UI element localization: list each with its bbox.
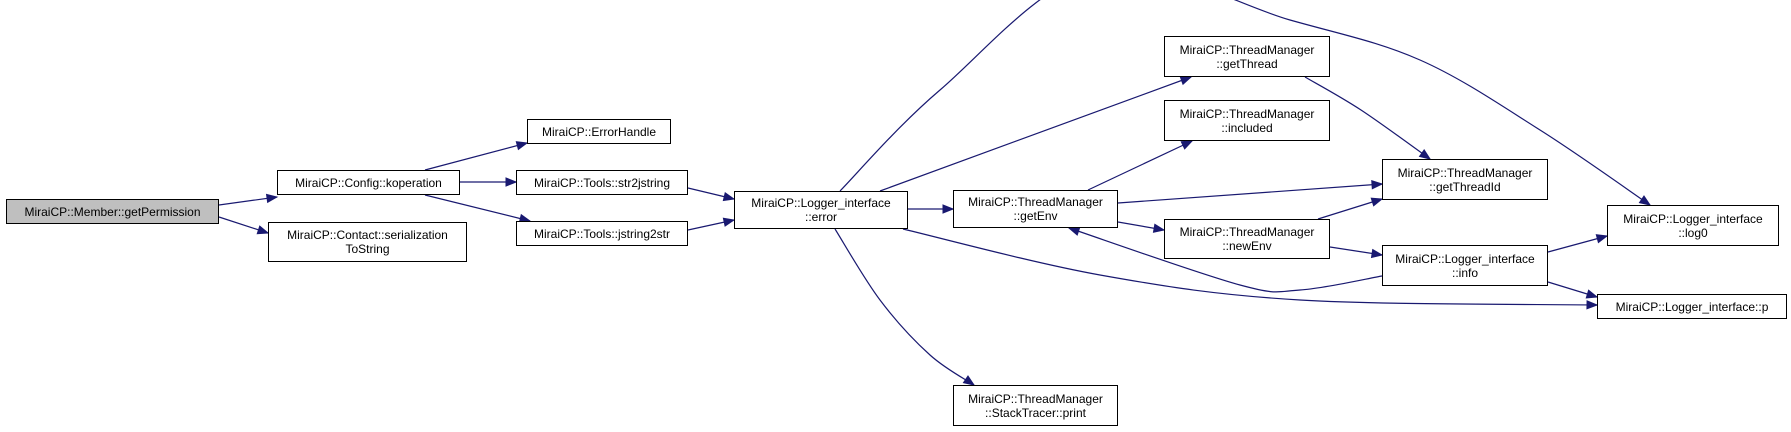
edge-line: [1117, 183, 1383, 204]
node-line: MiraiCP::ThreadManager: [968, 391, 1103, 406]
edge-arrowhead: [942, 204, 955, 214]
node-line: MiraiCP::ThreadManager: [1179, 106, 1315, 121]
edge-arrowhead: [1152, 223, 1166, 233]
edge-getEnv-to-newEnv: [1117, 221, 1166, 233]
edge-arrowhead: [1370, 197, 1384, 207]
node-line: MiraiCP::Logger_interface::p: [1615, 299, 1769, 314]
node-line: MiraiCP::Tools::str2jstring: [533, 175, 671, 190]
edge-getThread-to-getThreadId: [1304, 76, 1432, 160]
edge-error-to-print: [834, 228, 976, 386]
node-line: ::getThread: [1216, 56, 1278, 71]
edge-newEnv-to-info: [1329, 246, 1384, 259]
node-line: MiraiCP::Member::getPermission: [24, 204, 201, 219]
edge-arrowhead: [1595, 234, 1609, 244]
node-logger-log0[interactable]: MiraiCP::Logger_interface ::log0: [1607, 205, 1779, 246]
node-contact-serialization-tostring[interactable]: MiraiCP::Contact::serialization ToString: [268, 222, 467, 262]
edge-arrowhead: [265, 193, 279, 204]
edge-arrowhead: [1371, 180, 1384, 190]
node-threadmanager-getenv[interactable]: MiraiCP::ThreadManager ::getEnv: [953, 190, 1118, 228]
node-line: MiraiCP::Logger_interface: [1395, 251, 1535, 266]
node-threadmanager-getthreadid[interactable]: MiraiCP::ThreadManager ::getThreadId: [1382, 159, 1548, 200]
node-logger-error[interactable]: MiraiCP::Logger_interface ::error: [734, 191, 908, 229]
edge-getEnv-to-included: [1087, 140, 1194, 191]
node-stacktracer-print[interactable]: MiraiCP::ThreadManager ::StackTracer::pr…: [953, 385, 1118, 426]
edge-koperation-to-jstring2str: [424, 194, 532, 224]
node-line: MiraiCP::Contact::serialization: [287, 228, 448, 242]
edge-arrowhead: [1638, 195, 1652, 206]
node-line: ::included: [1221, 120, 1273, 135]
edge-arrowhead: [722, 191, 736, 202]
edge-arrowhead: [1370, 248, 1384, 259]
edge-arrowhead: [505, 177, 518, 187]
node-line: MiraiCP::Config::koperation: [295, 175, 442, 190]
edge-line: [1304, 76, 1431, 160]
node-line: ::log0: [1678, 225, 1708, 240]
node-line: MiraiCP::ThreadManager: [1179, 225, 1315, 239]
edge-line: [1068, 227, 1383, 293]
edge-line: [839, 0, 1651, 206]
edge-getPermission-to-serializationToString: [218, 216, 270, 235]
edge-arrowhead: [1586, 300, 1599, 310]
node-logger-p[interactable]: MiraiCP::Logger_interface::p: [1597, 294, 1787, 319]
edge-getEnv-to-getThreadId: [1117, 180, 1384, 204]
node-line: MiraiCP::ThreadManager: [1179, 42, 1315, 57]
node-threadmanager-newenv[interactable]: MiraiCP::ThreadManager ::newEnv: [1164, 219, 1330, 259]
node-threadmanager-getthread[interactable]: MiraiCP::ThreadManager ::getThread: [1164, 36, 1330, 77]
node-threadmanager-included[interactable]: MiraiCP::ThreadManager ::included: [1164, 100, 1330, 141]
edge-error-to-getEnv: [908, 204, 955, 214]
edge-arrowhead: [1180, 140, 1194, 150]
edge-arrowhead: [1418, 149, 1432, 160]
edge-arrowhead: [1585, 289, 1599, 299]
edge-newEnv-to-getThreadId: [1317, 197, 1384, 220]
node-line: ::error: [804, 210, 837, 224]
edge-line: [902, 228, 1598, 306]
node-line: MiraiCP::Tools::jstring2str: [533, 226, 671, 241]
edge-koperation-to-ErrorHandle: [424, 141, 529, 171]
node-line: MiraiCP::Logger_interface: [751, 196, 891, 210]
edge-line: [1317, 198, 1383, 220]
node-line: ToString: [345, 242, 390, 256]
edge-info-to-p: [1547, 281, 1599, 299]
edge-getPermission-to-koperation: [218, 193, 279, 206]
node-tools-str2jstring[interactable]: MiraiCP::Tools::str2jstring: [516, 170, 688, 195]
node-config-koperation[interactable]: MiraiCP::Config::koperation: [277, 170, 460, 195]
edge-str2jstring-to-error: [687, 187, 736, 202]
edge-arrowhead: [256, 225, 270, 235]
edge-line: [424, 194, 531, 222]
edge-line: [1087, 140, 1193, 191]
edge-error-to-p: [902, 228, 1599, 310]
node-line: MiraiCP::Logger_interface: [1623, 211, 1763, 226]
edge-arrowhead: [1179, 76, 1193, 86]
node-line: MiraiCP::ErrorHandle: [541, 124, 657, 139]
node-errorhandle[interactable]: MiraiCP::ErrorHandle: [527, 119, 671, 144]
edge-line: [424, 142, 528, 171]
edge-error-to-getThread: [879, 76, 1193, 192]
edge-arrowhead: [722, 217, 736, 227]
edge-jstring2str-to-error: [687, 217, 736, 231]
node-line: MiraiCP::ThreadManager: [968, 195, 1103, 209]
edge-line: [879, 76, 1192, 192]
node-line: ::getEnv: [1013, 209, 1058, 223]
edge-line: [834, 228, 975, 386]
edge-arrowhead: [962, 375, 976, 386]
node-line: MiraiCP::ThreadManager: [1397, 165, 1533, 180]
edge-info-to-log0: [1547, 234, 1609, 253]
node-tools-jstring2str[interactable]: MiraiCP::Tools::jstring2str: [516, 221, 688, 246]
edge-koperation-to-str2jstring: [460, 177, 518, 187]
edge-arrowhead: [1067, 226, 1081, 236]
node-line: ::info: [1451, 265, 1478, 280]
edge-error-to-log0: [839, 0, 1652, 206]
node-member-getpermission: MiraiCP::Member::getPermission: [6, 199, 219, 224]
edge-arrowhead: [515, 141, 529, 151]
node-line: ::newEnv: [1222, 239, 1272, 253]
node-line: ::StackTracer::print: [985, 405, 1086, 420]
node-line: ::getThreadId: [1429, 179, 1501, 194]
node-logger-info[interactable]: MiraiCP::Logger_interface ::info: [1382, 245, 1548, 286]
